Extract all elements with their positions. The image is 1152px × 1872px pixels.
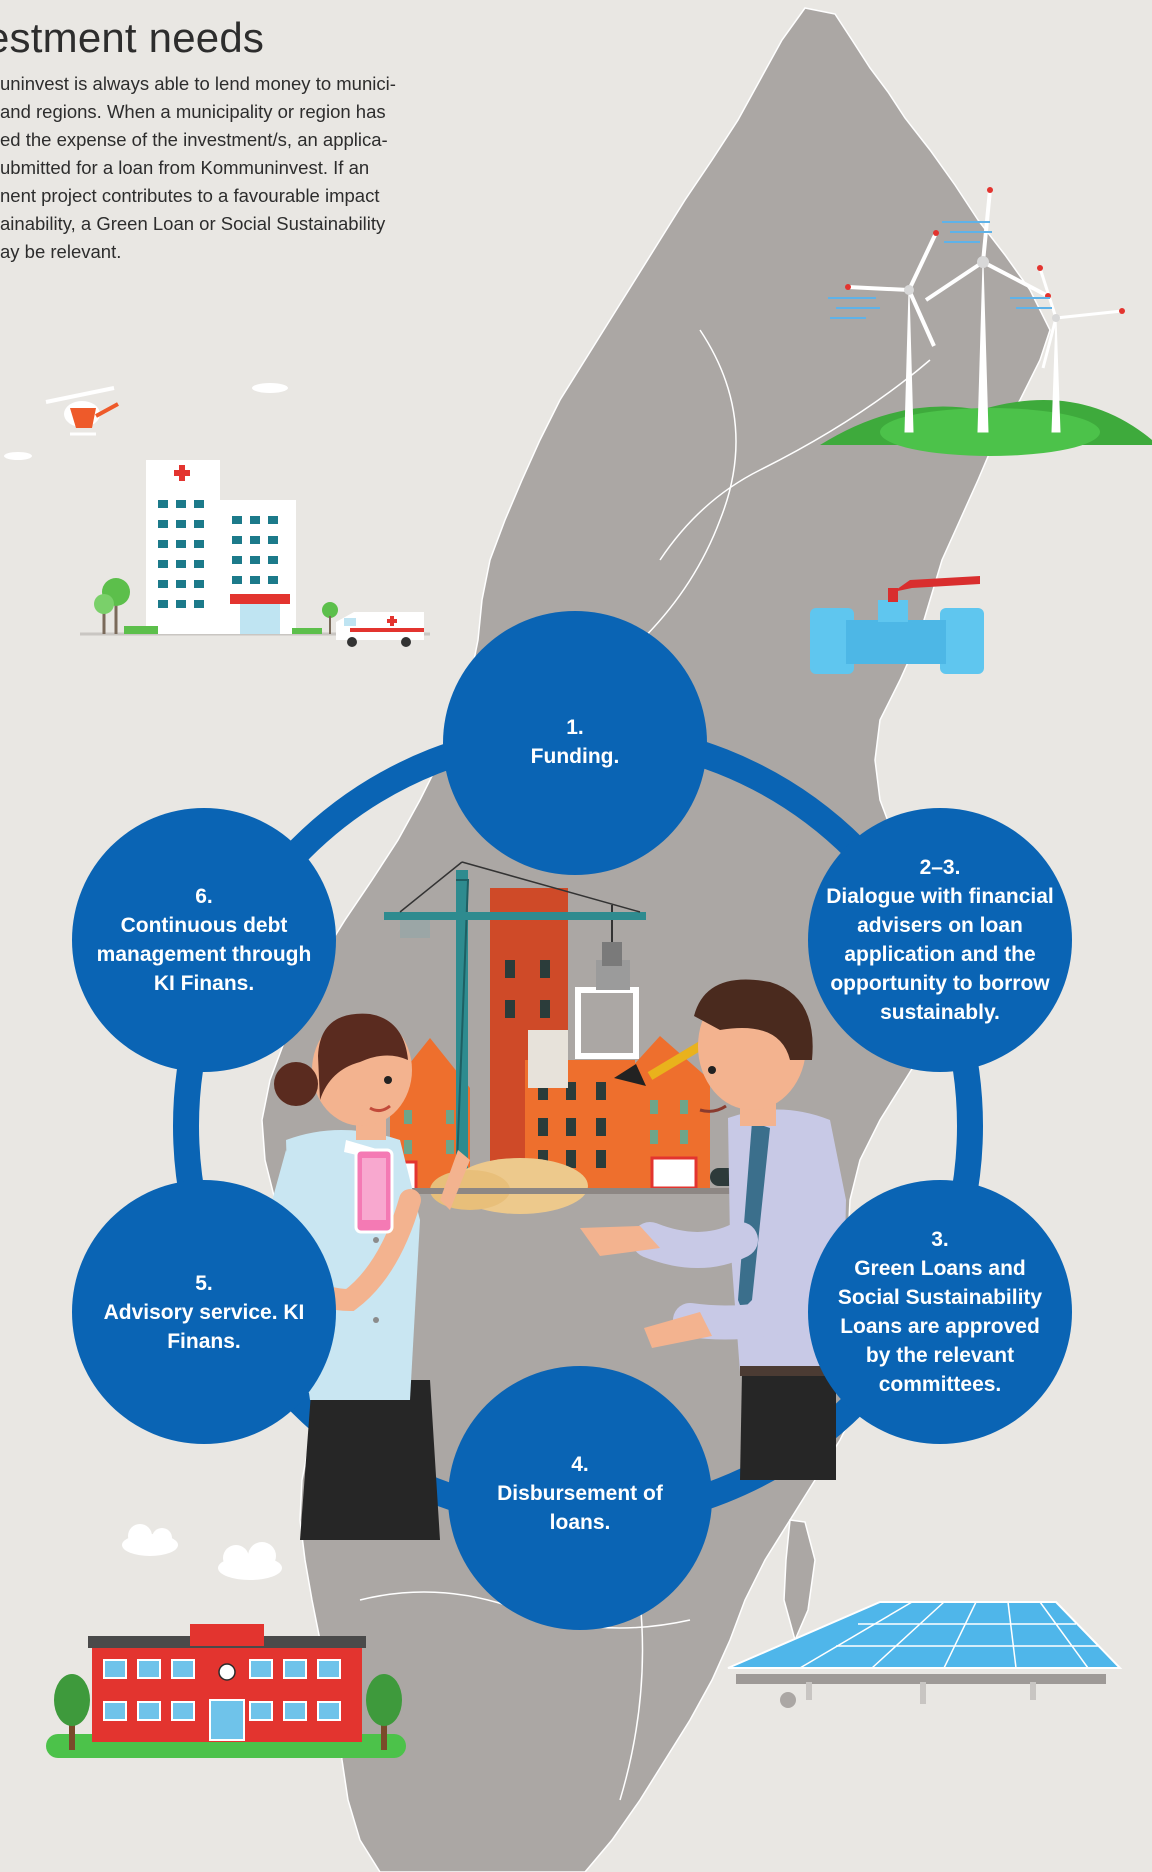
- pipe-valve-icon: [810, 576, 984, 674]
- step-2-dialogue: 2–3. Dialogue with financial advisers on…: [808, 808, 1072, 1072]
- intro-paragraph: uninvest is always able to lend money to…: [0, 70, 450, 266]
- step-label: Green Loans and Social Sustainability Lo…: [837, 1257, 1043, 1396]
- step-number: 1.: [566, 716, 584, 739]
- solar-panel-icon: [727, 1601, 1123, 1704]
- helicopter-icon: [45, 386, 119, 436]
- cloud-icons: [4, 383, 288, 1580]
- step-label: Funding.: [530, 745, 620, 768]
- wind-turbine-icons: [820, 187, 1152, 456]
- step-number: 4.: [571, 1452, 589, 1476]
- construction-site-illustration: [382, 861, 760, 1214]
- oland-island: [780, 1692, 796, 1708]
- step-label: Advisory service. KI Finans.: [103, 1300, 305, 1353]
- step-5-advisory: 5. Advisory service. KI Finans.: [72, 1180, 336, 1444]
- intro-line: and regions. When a municipality or regi…: [0, 101, 386, 122]
- intro-line: ainability, a Green Loan or Social Susta…: [0, 213, 386, 234]
- intro-line: nent project contributes to a favourable…: [0, 185, 380, 206]
- ambulance-icon: [336, 612, 424, 647]
- step-number: 5.: [195, 1271, 213, 1295]
- step-label: Continuous debt management through KI Fi…: [96, 914, 312, 995]
- step-label: Disbursement of loans.: [497, 1481, 663, 1534]
- step-number: 2–3.: [919, 856, 961, 879]
- hospital-icon: [80, 460, 430, 636]
- step-6-debt-management: 6. Continuous debt management through KI…: [72, 808, 336, 1072]
- intro-line: ed the expense of the investment/s, an a…: [0, 129, 388, 150]
- region-border: [619, 329, 737, 661]
- step-1-funding: 1. Funding.: [443, 611, 707, 875]
- page-heading: estment needs: [0, 14, 265, 61]
- gotland-island: [783, 1519, 816, 1643]
- intro-line: ubmitted for a loan from Kommuninvest. I…: [0, 157, 370, 178]
- school-icon: [46, 1624, 406, 1758]
- step-label: Dialogue with financial advisers on loan…: [826, 885, 1054, 1024]
- step-3-approval: 3. Green Loans and Social Sustainability…: [808, 1180, 1072, 1444]
- intro-line: uninvest is always able to lend money to…: [0, 73, 396, 94]
- step-number: 3.: [931, 1228, 949, 1251]
- region-border: [659, 359, 931, 561]
- region-border: [619, 1599, 644, 1801]
- step-number: 6.: [195, 885, 213, 908]
- intro-line: ay be relevant.: [0, 241, 122, 262]
- step-4-disbursement: 4. Disbursement of loans.: [448, 1366, 712, 1630]
